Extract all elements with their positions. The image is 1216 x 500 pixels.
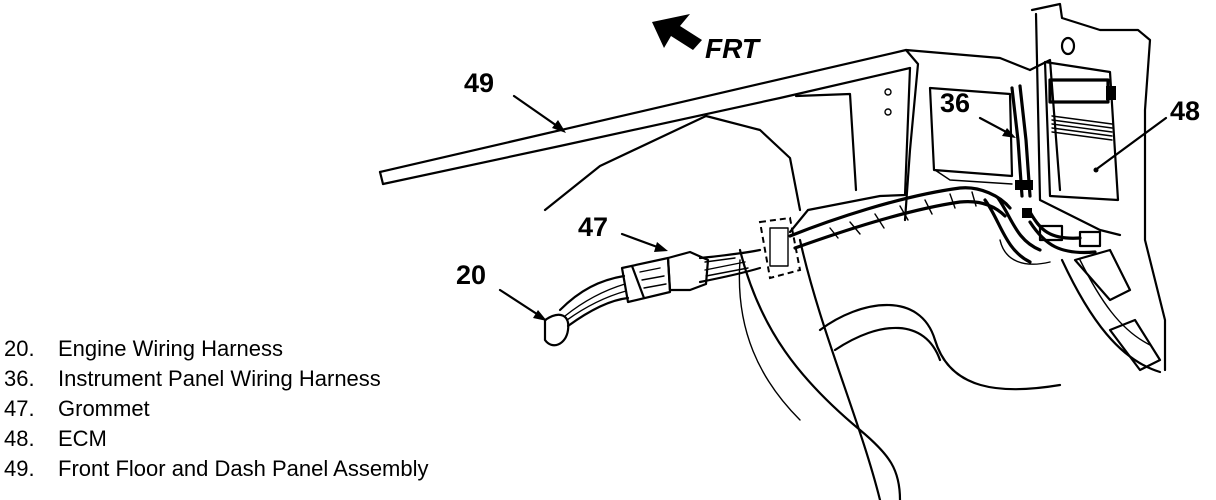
legend-number: 20. (4, 336, 35, 361)
grommet (666, 250, 710, 292)
legend-number: 36. (4, 366, 35, 391)
legend-item: 49. Front Floor and Dash Panel Assembly (4, 454, 429, 484)
legend-label: Grommet (58, 396, 150, 421)
front-direction-label: FRT (705, 33, 762, 64)
ecm-module (1043, 60, 1120, 202)
callout-47: 47 (578, 212, 668, 252)
legend-number: 47. (4, 396, 35, 421)
legend-number: 48. (4, 426, 35, 451)
legend-item: 36. Instrument Panel Wiring Harness (4, 364, 429, 394)
callout-36: 36 (940, 88, 1016, 138)
callout-36-label: 36 (940, 88, 970, 118)
harness-through-dash (758, 186, 1012, 280)
callout-48: 48 (1093, 96, 1200, 173)
legend-label: ECM (58, 426, 107, 451)
legend-number: 49. (4, 456, 35, 481)
callout-49: 49 (464, 68, 566, 133)
grommet-and-engine-harness (543, 248, 762, 347)
parts-legend: 20. Engine Wiring Harness 36. Instrument P… (4, 334, 429, 484)
arrow-up-left-icon (652, 14, 702, 50)
legend-label: Front Floor and Dash Panel Assembly (58, 456, 429, 481)
callout-20: 20 (456, 260, 547, 321)
ip-wiring-harness (983, 84, 1102, 265)
callout-47-label: 47 (578, 212, 608, 242)
callout-48-label: 48 (1170, 96, 1200, 126)
legend-item: 47. Grommet (4, 394, 429, 424)
kick-panel-ecm-area (1030, 2, 1167, 374)
legend-item: 48. ECM (4, 424, 429, 454)
front-floor-dash-panel (378, 48, 1062, 500)
legend-label: Instrument Panel Wiring Harness (58, 366, 381, 391)
callout-20-label: 20 (456, 260, 486, 290)
front-direction-indicator: FRT (652, 14, 762, 64)
callout-49-label: 49 (464, 68, 494, 98)
legend-item: 20. Engine Wiring Harness (4, 334, 429, 364)
legend-label: Engine Wiring Harness (58, 336, 283, 361)
